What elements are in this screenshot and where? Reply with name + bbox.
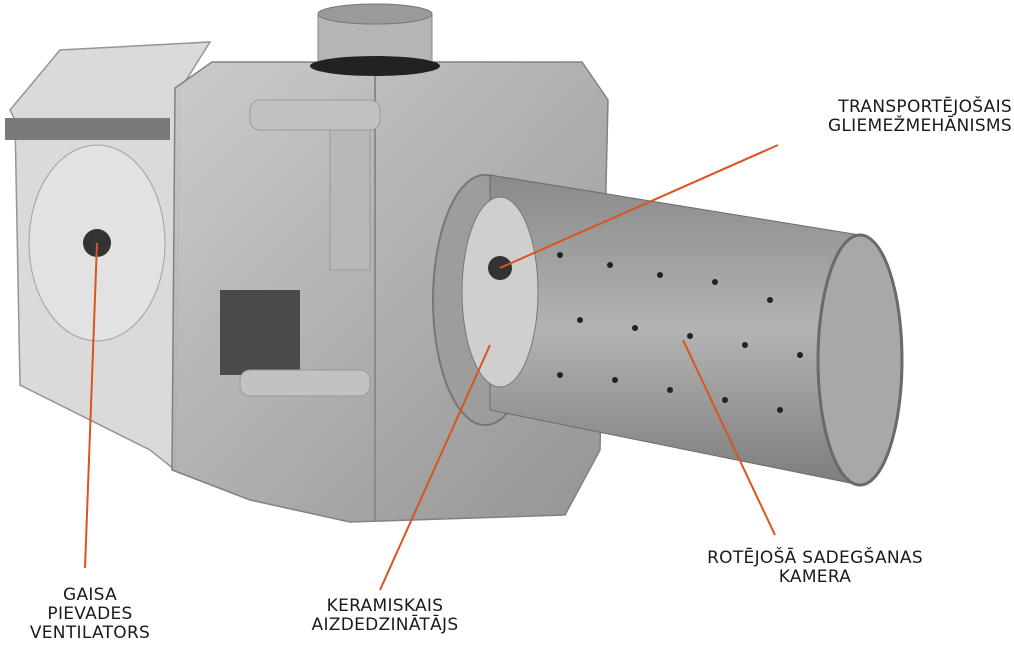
label-line: KERAMISKAIS: [326, 596, 444, 616]
label-fan: GAISA PIEVADES VENTILATORS: [0, 586, 180, 643]
leader-auger: [499, 144, 779, 269]
label-line: TRANSPORTĒJOŠAIS: [838, 97, 1012, 117]
cover-band: [5, 118, 170, 140]
label-line: KAMERA: [778, 567, 852, 587]
label-line: GLIEMEŽMEHĀNISMS: [827, 116, 1012, 136]
label-auger: TRANSPORTĒJOŠAIS GLIEMEŽMEHĀNISMS: [780, 98, 1012, 136]
label-igniter: KERAMISKAIS AIZDEDZINĀTĀJS: [285, 597, 485, 635]
label-line: PIEVADES: [47, 604, 133, 624]
label-line: VENTILATORS: [29, 623, 151, 643]
leader-igniter: [379, 344, 491, 591]
leader-fan: [84, 242, 98, 569]
leader-chamber: [682, 339, 776, 536]
label-chamber: ROTĒJOŠĀ SADEGŠANAS KAMERA: [680, 549, 950, 587]
label-line: AIZDEDZINĀTĀJS: [311, 615, 459, 635]
label-line: ROTĒJOŠĀ SADEGŠANAS: [707, 548, 923, 568]
label-line: GAISA: [62, 585, 118, 605]
